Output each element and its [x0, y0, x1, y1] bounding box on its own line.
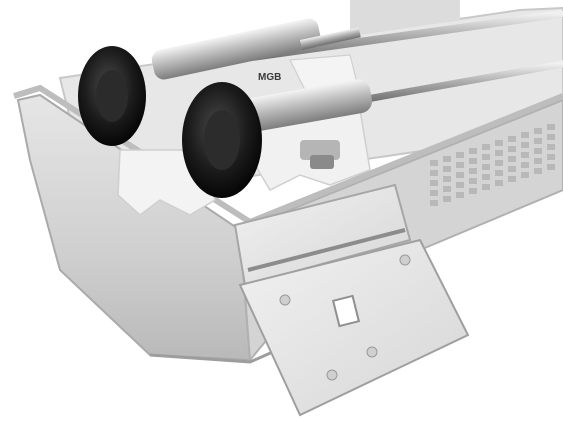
perforation-hole: [469, 158, 477, 164]
perforation-hole: [508, 176, 516, 182]
perforation-hole: [443, 166, 451, 172]
perforation-hole: [547, 144, 555, 150]
perforation-hole: [443, 156, 451, 162]
perforation-hole: [508, 166, 516, 172]
perforation-hole: [534, 138, 542, 144]
perforation-hole: [456, 172, 464, 178]
perforation-hole: [534, 158, 542, 164]
perforation-hole: [495, 150, 503, 156]
perforation-hole: [521, 172, 529, 178]
perforation-hole: [469, 148, 477, 154]
perforation-hole: [456, 152, 464, 158]
perforated-panel-back: [350, 0, 460, 36]
perforation-hole: [430, 170, 438, 176]
perforation-hole: [495, 160, 503, 166]
perforation-hole: [482, 154, 490, 160]
perforation-hole: [430, 180, 438, 186]
perforation-hole: [495, 140, 503, 146]
perforation-hole: [430, 200, 438, 206]
perforation-hole: [534, 128, 542, 134]
perforation-hole: [495, 180, 503, 186]
perforation-hole: [508, 146, 516, 152]
perforation-hole: [547, 134, 555, 140]
perforation-hole: [430, 160, 438, 166]
endoscope-back: MGB: [78, 18, 361, 146]
perforation-hole: [482, 164, 490, 170]
perforation-hole: [521, 152, 529, 158]
perforation-hole: [456, 192, 464, 198]
perforation-hole: [495, 170, 503, 176]
perforation-hole: [547, 164, 555, 170]
scope-marking-text: MGB: [258, 72, 281, 83]
perforation-hole: [469, 188, 477, 194]
perforation-hole: [547, 154, 555, 160]
perforation-hole: [508, 156, 516, 162]
perforation-hole: [469, 168, 477, 174]
tray-latch-lid: [233, 183, 470, 417]
perforation-hole: [443, 176, 451, 182]
perforation-hole: [469, 178, 477, 184]
perforation-hole: [482, 174, 490, 180]
perforation-hole: [482, 184, 490, 190]
perforation-hole: [547, 124, 555, 130]
perforation-hole: [521, 162, 529, 168]
perforation-hole: [534, 168, 542, 174]
perforation-hole: [508, 136, 516, 142]
perforation-hole: [430, 190, 438, 196]
perforation-hole: [443, 196, 451, 202]
perforation-hole: [456, 162, 464, 168]
perforation-hole: [456, 182, 464, 188]
perforation-hole: [534, 148, 542, 154]
perforation-hole: [443, 186, 451, 192]
perforation-hole: [521, 142, 529, 148]
endoscope-front: [182, 79, 373, 198]
perforation-grid: [430, 124, 555, 206]
perforation-hole: [521, 132, 529, 138]
perforation-hole: [482, 144, 490, 150]
